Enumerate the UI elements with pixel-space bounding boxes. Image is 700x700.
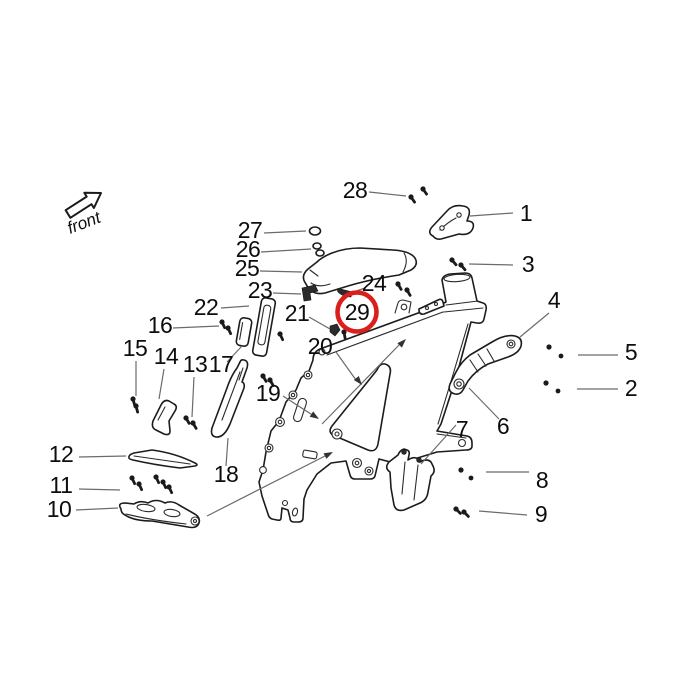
callout-10: 10 xyxy=(47,496,72,522)
leader-line xyxy=(78,488,121,491)
arrowhead-icon xyxy=(353,375,362,385)
leader-line xyxy=(206,454,328,517)
leader-line xyxy=(226,345,243,363)
screw-icon xyxy=(418,185,431,197)
callout-22: 22 xyxy=(194,294,219,320)
leader-line xyxy=(468,387,500,420)
leader-line xyxy=(191,376,195,418)
callout-8: 8 xyxy=(536,467,548,493)
leader-line xyxy=(335,351,357,381)
callout-5: 5 xyxy=(625,339,637,365)
leader-line xyxy=(158,368,165,400)
upper-bracket-part xyxy=(428,204,475,240)
battery-rail-part xyxy=(251,297,277,357)
clip-part-21 xyxy=(329,323,341,337)
leader-line xyxy=(259,270,303,273)
leader-line xyxy=(420,424,457,465)
arrowhead-icon xyxy=(397,339,406,348)
callout-26: 26 xyxy=(236,236,261,262)
arrowhead-icon xyxy=(323,452,333,459)
callout-1: 1 xyxy=(520,200,532,226)
callout-23: 23 xyxy=(248,277,273,303)
fasteners xyxy=(126,185,564,519)
bolt-dot xyxy=(555,388,561,394)
callout-3: 3 xyxy=(522,251,534,277)
leader-line xyxy=(220,305,250,309)
leader-line xyxy=(519,312,550,338)
leader-line xyxy=(469,212,514,217)
screw-icon xyxy=(393,280,406,292)
callout-13: 13 xyxy=(183,351,208,377)
skid-plate-part xyxy=(118,499,201,529)
trim-strip-part xyxy=(128,449,198,469)
leader-line xyxy=(478,510,528,516)
callout-29: 29 xyxy=(345,299,370,325)
callout-17: 17 xyxy=(209,351,234,377)
side-cover-part xyxy=(210,358,249,438)
leader-line xyxy=(225,437,229,467)
callout-18: 18 xyxy=(214,461,239,487)
arrowhead-icon xyxy=(309,411,319,419)
callout-7: 7 xyxy=(456,416,468,442)
small-pad-part xyxy=(235,317,253,347)
callout-20: 20 xyxy=(308,333,333,359)
callout-15: 15 xyxy=(123,335,148,361)
screw-icon xyxy=(130,402,144,415)
small-bracket-part xyxy=(151,399,178,436)
callout-16: 16 xyxy=(148,312,173,338)
bolt-dot xyxy=(558,353,564,359)
callout-25: 25 xyxy=(235,255,260,281)
leader-line xyxy=(172,325,220,329)
leader-lines xyxy=(75,191,618,517)
frame-part xyxy=(258,272,487,523)
leader-line xyxy=(272,292,302,295)
callout-6: 6 xyxy=(497,413,509,439)
callout-27: 27 xyxy=(238,217,263,243)
callout-14: 14 xyxy=(154,343,179,369)
leader-line xyxy=(75,507,119,511)
callout-4: 4 xyxy=(548,287,561,313)
bolt-dot xyxy=(468,475,474,481)
highlight-circle-29 xyxy=(335,290,379,334)
frame-mount-bracket-part xyxy=(448,334,523,395)
leader-line xyxy=(78,455,127,458)
callout-2: 2 xyxy=(625,375,637,401)
screw-icon xyxy=(188,419,201,431)
bolt-dot xyxy=(458,467,464,473)
screw-icon xyxy=(133,480,147,493)
front-arrow-icon xyxy=(64,191,102,219)
callout-9: 9 xyxy=(535,501,547,527)
screw-icon xyxy=(457,261,469,273)
washer-parts xyxy=(308,226,325,257)
bolt-dot xyxy=(546,344,552,350)
leader-line xyxy=(263,230,307,234)
leader-line xyxy=(368,191,407,197)
screw-icon xyxy=(402,286,415,298)
seat-cover-part xyxy=(302,247,418,295)
front-direction-indicator: front xyxy=(64,191,104,238)
leader-line xyxy=(308,316,331,330)
callout-21: 21 xyxy=(285,300,310,326)
callout-24: 24 xyxy=(362,270,387,296)
screw-icon xyxy=(406,193,419,205)
callout-28: 28 xyxy=(343,177,368,203)
callout-19: 19 xyxy=(256,380,281,406)
leader-line xyxy=(260,248,312,253)
screw-icon xyxy=(448,256,460,268)
callout-12: 12 xyxy=(49,441,74,467)
screw-icon xyxy=(460,508,472,519)
leader-line xyxy=(282,395,315,417)
clip-part-23 xyxy=(301,284,319,302)
lower-guard-part xyxy=(385,448,435,512)
callout-11: 11 xyxy=(50,472,73,498)
bolt-dot xyxy=(543,380,549,386)
screw-icon xyxy=(274,330,288,343)
leader-line xyxy=(468,263,514,266)
